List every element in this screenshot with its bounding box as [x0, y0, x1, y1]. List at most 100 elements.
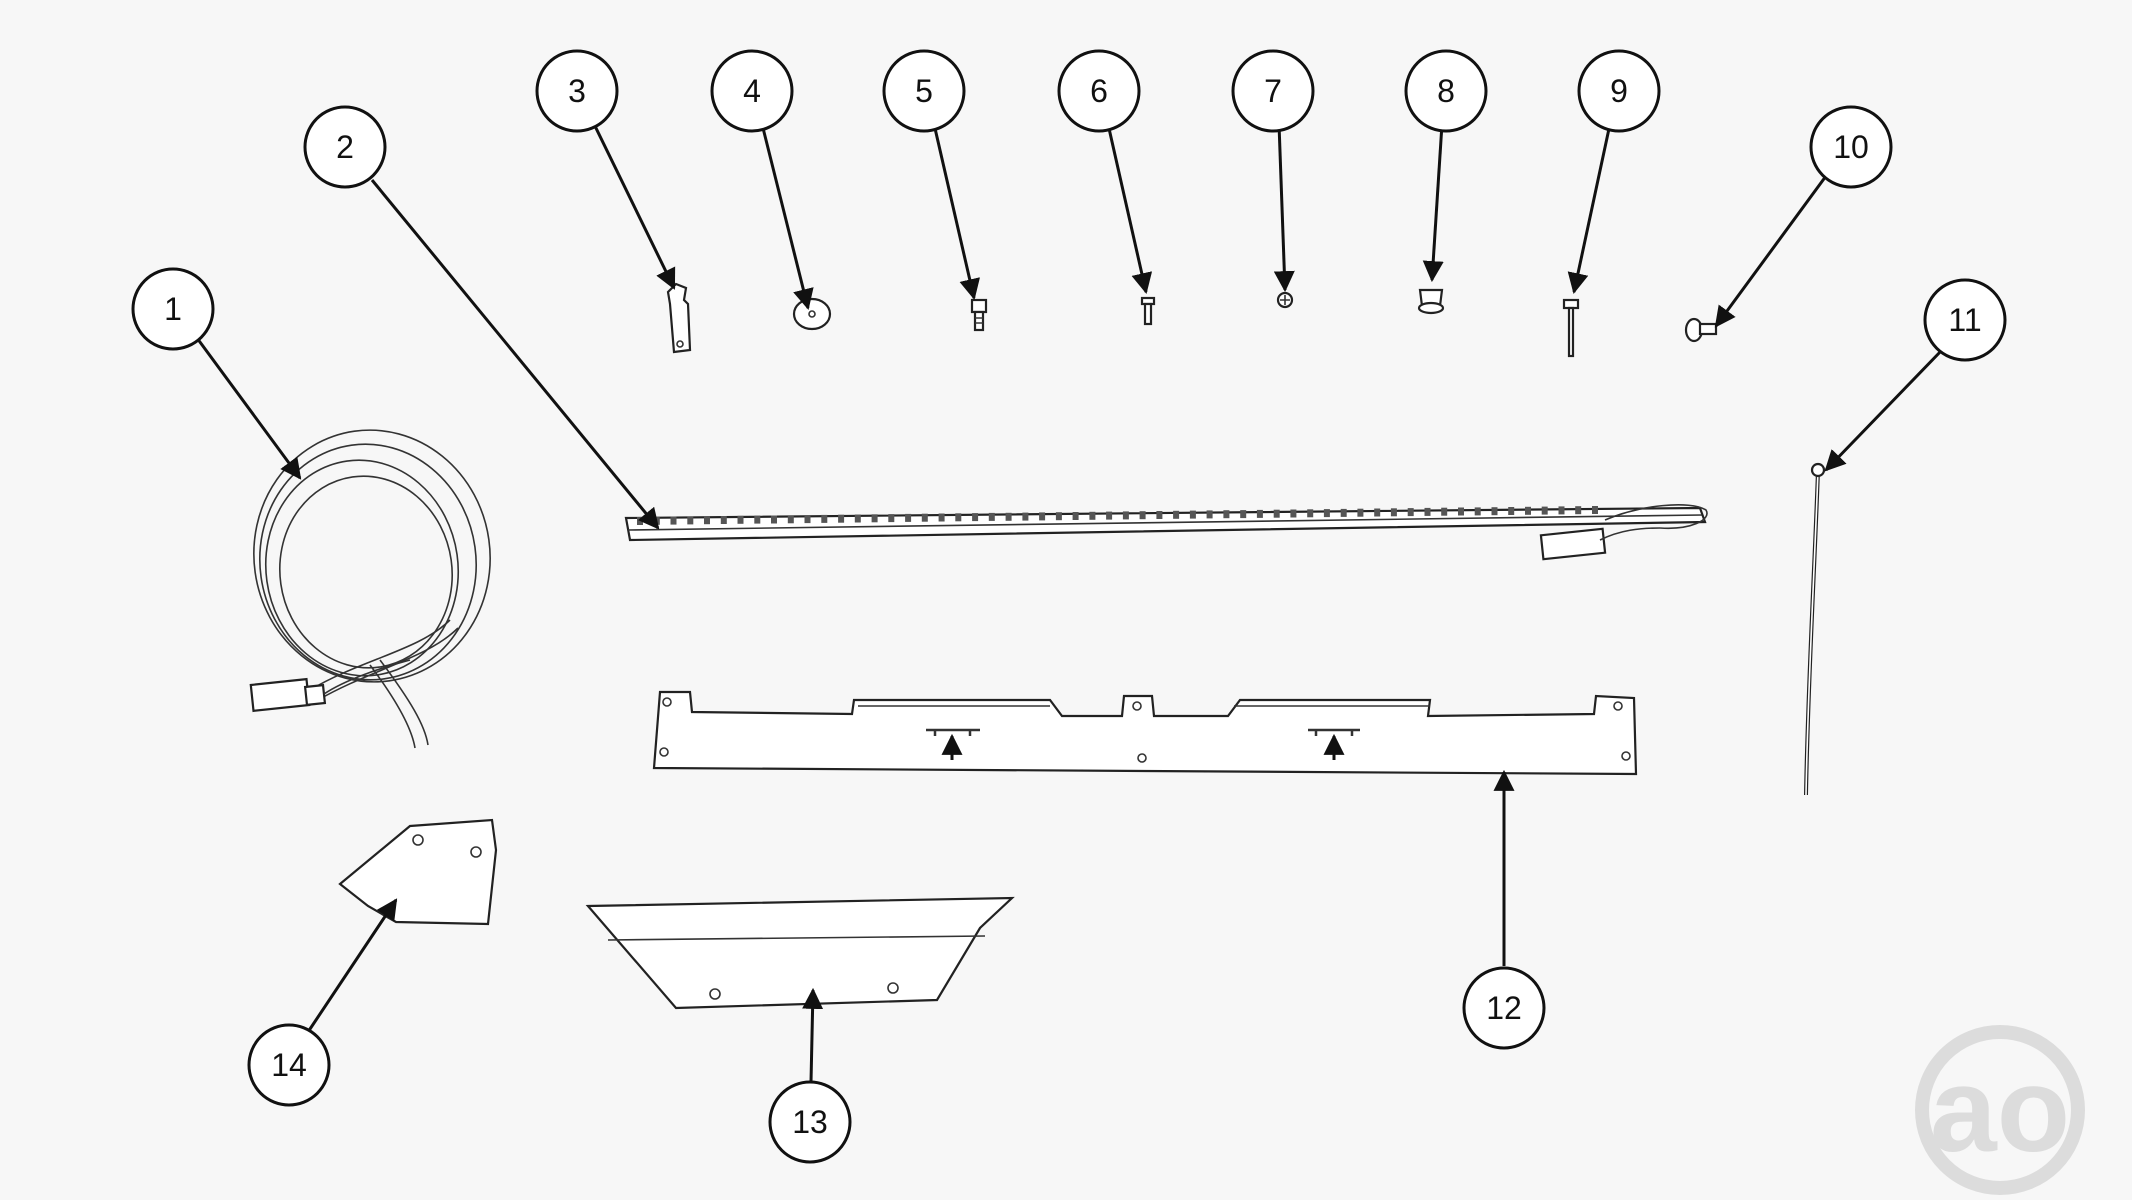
part-8-clip — [1417, 288, 1445, 315]
led-segment — [1290, 509, 1297, 518]
leader-4 — [760, 123, 814, 311]
leader-2 — [370, 179, 660, 530]
led-segment — [972, 513, 979, 522]
part-2-led-strip — [624, 504, 1708, 561]
led-segment — [1575, 506, 1582, 515]
led-segment — [905, 513, 912, 522]
leader-11 — [1824, 348, 1944, 472]
led-segment — [754, 515, 761, 524]
led-segment — [1525, 506, 1531, 515]
led-segment — [1122, 511, 1129, 520]
led-segment — [1173, 510, 1180, 519]
callout-1: 1 — [131, 267, 215, 351]
led-segment — [1156, 511, 1163, 519]
part-9-long-bolt — [1562, 298, 1580, 358]
callout-9: 9 — [1577, 49, 1661, 133]
led-segment — [1089, 511, 1096, 520]
callout-5: 5 — [882, 49, 966, 133]
callout-13: 13 — [768, 1080, 852, 1164]
watermark-logo: ao — [1915, 1025, 2085, 1195]
part-3-bracket — [666, 282, 692, 354]
part-1-wire-harness — [249, 429, 491, 749]
callout-2-label: 2 — [336, 129, 354, 165]
callout-4: 4 — [710, 49, 794, 133]
callout-4-label: 4 — [743, 73, 761, 109]
part-13-trim-plate — [585, 896, 1015, 1010]
part-14-small-plate — [338, 818, 498, 926]
led-segment — [1022, 512, 1029, 521]
callout-6-label: 6 — [1090, 73, 1108, 109]
led-segment — [804, 515, 811, 524]
led-segment — [1390, 508, 1397, 517]
callout-14: 14 — [247, 1023, 331, 1107]
leader-13 — [802, 987, 824, 1083]
callout-10-label: 10 — [1833, 129, 1869, 165]
callout-6: 6 — [1057, 49, 1141, 133]
part-6-small-screw — [1140, 296, 1156, 326]
led-segment — [1240, 510, 1247, 519]
callout-3-label: 3 — [568, 73, 586, 109]
leader-9 — [1567, 123, 1612, 295]
led-segment — [988, 512, 995, 521]
led-segment — [1189, 510, 1196, 519]
led-segment — [720, 516, 727, 524]
callout-7: 7 — [1231, 49, 1315, 133]
callout-2: 2 — [303, 105, 387, 189]
callout-12: 12 — [1462, 966, 1546, 1050]
led-segment — [1458, 507, 1464, 516]
leader-lines — [195, 123, 1944, 1083]
led-segment — [1508, 507, 1515, 515]
led-segment — [1307, 509, 1314, 518]
led-segment — [737, 515, 744, 524]
leader-14 — [306, 898, 398, 1033]
led-segment — [771, 515, 777, 524]
led-segment — [871, 514, 878, 523]
led-segment — [1491, 507, 1498, 516]
led-segment — [1223, 510, 1230, 519]
callout-13-label: 13 — [792, 1104, 828, 1140]
led-segment — [921, 513, 928, 522]
led-segment — [1592, 506, 1598, 514]
led-segment — [1340, 508, 1347, 517]
led-segment — [888, 514, 895, 523]
led-segment — [687, 516, 694, 525]
led-segment — [1357, 508, 1364, 517]
callout-3: 3 — [535, 49, 619, 133]
leader-1 — [195, 337, 302, 480]
led-segment — [670, 516, 677, 525]
led-segment — [1374, 508, 1381, 517]
led-segment — [1424, 507, 1431, 516]
leader-3 — [592, 123, 676, 290]
led-segment — [955, 513, 962, 522]
led-segment — [637, 517, 643, 525]
part-5-screw — [970, 298, 988, 332]
led-segment — [838, 514, 845, 523]
led-segment — [1541, 506, 1548, 515]
callout-10: 10 — [1809, 105, 1893, 189]
leader-5 — [932, 123, 980, 301]
led-segment — [854, 514, 861, 523]
callout-1-label: 1 — [164, 291, 182, 327]
led-segment — [1106, 511, 1113, 520]
part-10-rivet — [1684, 317, 1718, 343]
callout-8: 8 — [1404, 49, 1488, 133]
led-segment — [704, 516, 710, 525]
leader-10 — [1714, 175, 1828, 328]
led-segment — [1072, 512, 1079, 520]
led-segment — [821, 514, 828, 523]
callout-11: 11 — [1923, 278, 2007, 362]
leader-6 — [1106, 123, 1153, 295]
part-11-cable-tie — [1804, 462, 1826, 796]
led-segment — [787, 515, 794, 524]
led-segment — [1005, 512, 1012, 521]
led-segment — [1441, 507, 1448, 516]
led-segment — [1039, 512, 1046, 521]
leader-7 — [1273, 123, 1295, 293]
led-segment — [1323, 509, 1330, 518]
led-segment — [1206, 510, 1213, 519]
callout-7-label: 7 — [1264, 73, 1282, 109]
led-segment — [1273, 509, 1280, 518]
led-segment — [1407, 508, 1414, 517]
callout-8-label: 8 — [1437, 73, 1455, 109]
